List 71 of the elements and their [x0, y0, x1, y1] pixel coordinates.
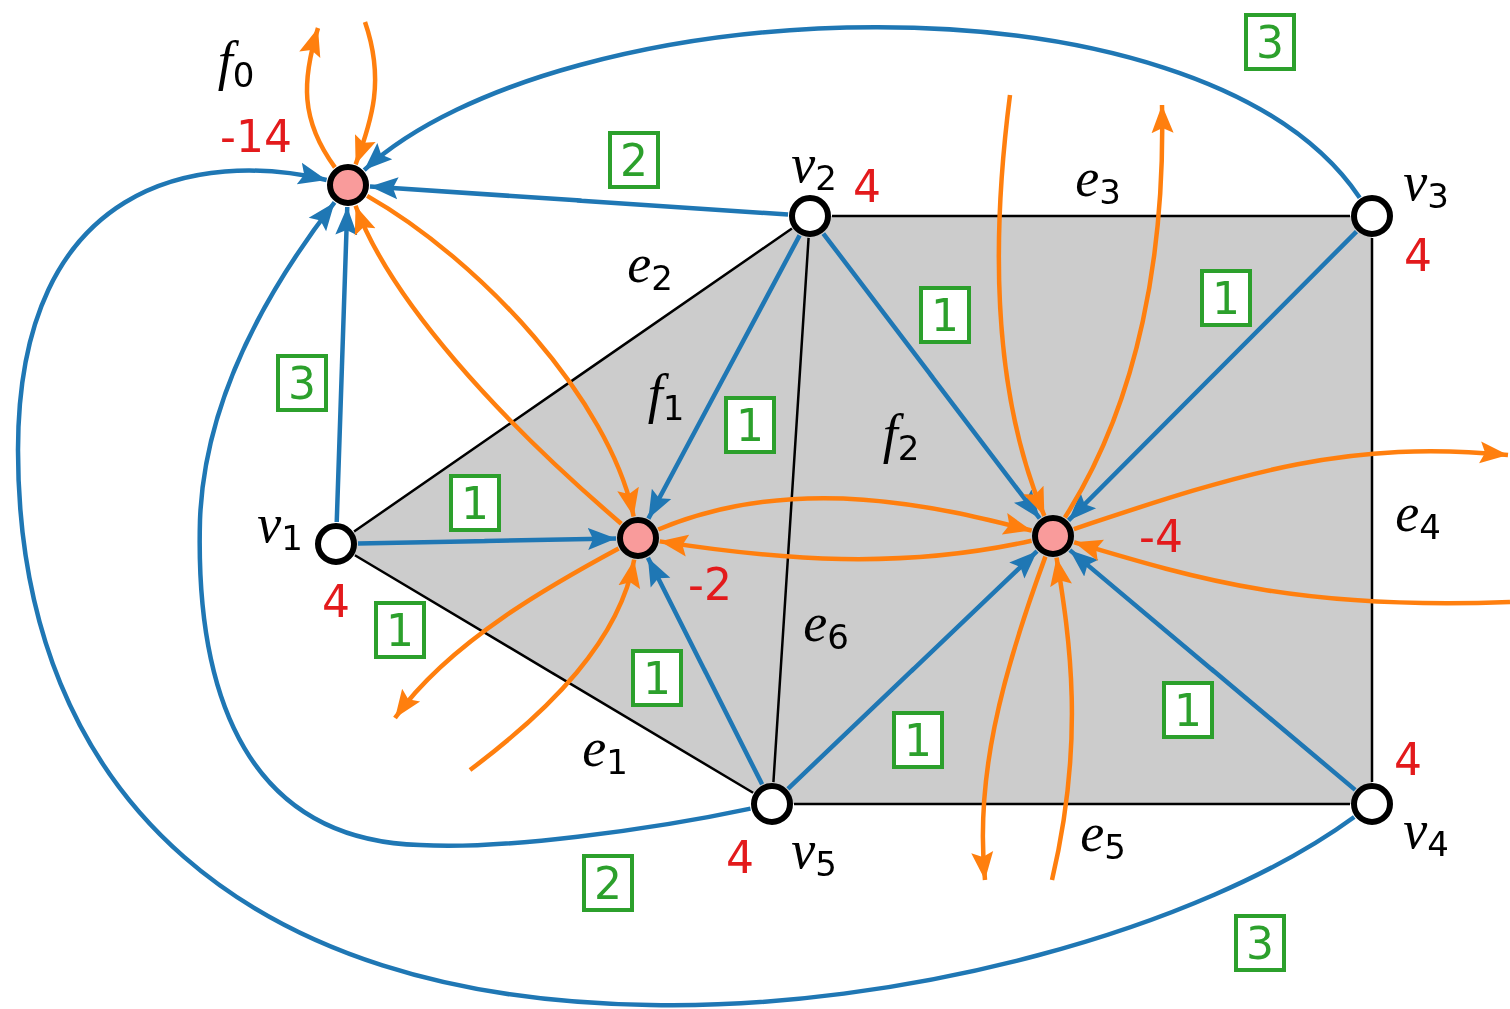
- arrow: [996, 94, 1047, 517]
- capacity-label: 1: [631, 649, 683, 707]
- node-name-label: v$_{2}$: [791, 136, 837, 196]
- graph-edge: [353, 227, 793, 533]
- graph-edge: [1370, 238, 1374, 782]
- arrow: [1073, 442, 1509, 532]
- arrow: [357, 528, 617, 550]
- arrow: [468, 559, 639, 772]
- arrow: [657, 496, 1033, 535]
- capacity-label: 1: [919, 286, 971, 344]
- capacity-label: 2: [582, 854, 634, 912]
- node-name-label: v$_{1}$: [257, 496, 303, 556]
- arrow: [786, 549, 1039, 791]
- node-value-label: 4: [1394, 738, 1422, 782]
- arrow: [1068, 548, 1357, 792]
- node-value-label: 4: [853, 165, 881, 209]
- arrow: [393, 546, 620, 720]
- edge-label: e$_{3}$: [1075, 150, 1121, 210]
- capacity-label: 1: [374, 601, 426, 659]
- arrow: [299, 27, 337, 169]
- graph-edge: [354, 554, 754, 794]
- edge-label: e$_{2}$: [627, 236, 673, 296]
- capacity-label: 1: [449, 474, 501, 532]
- capacity-label: 1: [1162, 681, 1214, 739]
- arrow: [362, 25, 1362, 200]
- arrow: [972, 555, 1048, 881]
- arrow: [197, 201, 751, 848]
- arrow: [1062, 105, 1174, 519]
- capacity-label: 3: [1234, 914, 1286, 972]
- node-name-label: f$_{2}$: [882, 406, 920, 466]
- vertex-circle: [1351, 783, 1393, 825]
- arrow: [659, 534, 1032, 562]
- edge-label: e$_{5}$: [1080, 805, 1126, 865]
- capacity-label: 2: [608, 131, 660, 189]
- node-value-label: -2: [688, 563, 732, 607]
- node-name-label: f$_{1}$: [647, 366, 685, 426]
- arrow: [334, 206, 358, 523]
- capacity-label: 1: [1200, 269, 1252, 327]
- node-value-label: -14: [220, 115, 292, 159]
- arrow: [353, 21, 378, 166]
- node-value-label: -4: [1139, 515, 1183, 559]
- arrow: [369, 177, 789, 217]
- capacity-label: 3: [276, 354, 328, 412]
- arrow: [1049, 557, 1075, 881]
- node-value-label: 4: [322, 580, 350, 624]
- node-name-label: v$_{3}$: [1403, 154, 1449, 214]
- vertex-circle: [789, 195, 831, 237]
- arrow: [1066, 230, 1359, 522]
- vertex-circle: [1351, 195, 1393, 237]
- graph-edge: [794, 802, 1350, 806]
- capacity-label: 1: [892, 711, 944, 769]
- capacity-label: 1: [724, 396, 776, 454]
- edge-label: e$_{4}$: [1395, 485, 1441, 545]
- capacity-label: 3: [1244, 13, 1296, 71]
- node-value-label: 4: [1404, 234, 1432, 278]
- arrow: [646, 234, 802, 520]
- arrow: [15, 163, 1356, 1008]
- arrow: [1073, 539, 1510, 606]
- edge-label: e$_{1}$: [582, 720, 628, 780]
- arrow: [821, 232, 1042, 520]
- node-name-label: v$_{5}$: [791, 822, 837, 882]
- graph-edge: [832, 214, 1350, 218]
- vertex-circle: [751, 783, 793, 825]
- arrow: [645, 556, 765, 786]
- node-value-label: 4: [726, 836, 754, 880]
- graph-edge: [772, 237, 810, 783]
- vertex-circle: [315, 523, 357, 565]
- node-name-label: f$_{0}$: [217, 33, 255, 93]
- node-name-label: v$_{4}$: [1403, 802, 1449, 862]
- face-node-circle: [327, 164, 369, 206]
- edge-label: e$_{6}$: [803, 595, 849, 655]
